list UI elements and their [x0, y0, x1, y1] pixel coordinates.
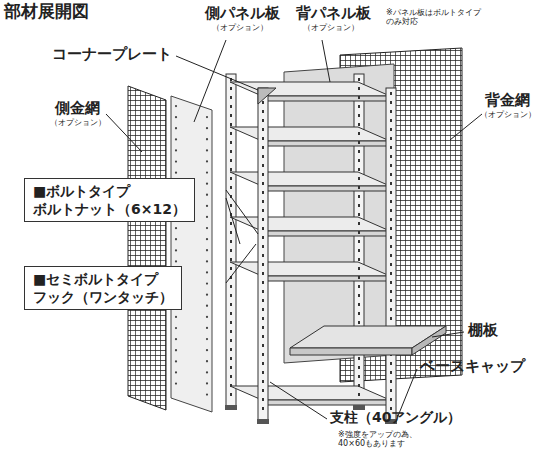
callout-box: ■セミボルトタイプフック（ワンタッチ） [24, 266, 182, 310]
part-label: ベースキャップ [420, 358, 525, 375]
part-label: 側パネル板 [205, 5, 280, 22]
shelf [230, 386, 390, 400]
leader-line [226, 244, 256, 283]
note-text: ※強度をアップの為、 40×60もあります [338, 430, 428, 448]
note-text: （オプション） [212, 23, 268, 32]
leader-line [270, 382, 327, 419]
shelves [230, 82, 390, 405]
part-label: 背パネル板 [296, 5, 371, 22]
post [258, 88, 268, 420]
leader-line [432, 332, 464, 337]
post [354, 74, 364, 406]
side-wire-net [128, 86, 166, 410]
part-label: コーナープレート [52, 46, 172, 63]
leader-line [106, 114, 142, 152]
callout-text: ボルトナット（6×12） [33, 200, 186, 218]
callout-heading: ■セミボルトタイプ [33, 270, 173, 288]
part-label: 支柱（40アングル） [330, 409, 461, 425]
note-text: （オプション） [303, 23, 359, 32]
leader-line [176, 56, 258, 90]
note-text: （オプション） [50, 118, 106, 127]
callout-heading: ■ボルトタイプ [33, 182, 186, 200]
part-label: 棚板 [468, 322, 498, 339]
post-holes [230, 78, 232, 402]
leader-line [398, 369, 417, 416]
shelf-lip [262, 231, 390, 236]
panel-holes [206, 117, 208, 405]
post [226, 74, 236, 406]
leader-line [226, 198, 240, 244]
corner-plate [258, 88, 276, 104]
base-cap [257, 419, 269, 424]
part-label: 側金網 [55, 100, 100, 117]
diagram-title: 部材展開図 [4, 2, 89, 22]
leader-line [450, 114, 482, 140]
base-cap [225, 405, 237, 410]
side-panel [171, 96, 212, 412]
leader-line [322, 40, 330, 82]
back-panel [284, 64, 394, 363]
post-holes [262, 92, 264, 416]
shelf-board [290, 348, 412, 355]
leader-line [226, 190, 258, 234]
shelf-lip [262, 400, 390, 405]
panel-holes [175, 106, 177, 394]
post-holes [390, 92, 392, 416]
shelf-lip [262, 141, 390, 146]
shelf [230, 82, 390, 96]
shelf [230, 172, 390, 186]
note-text: ※パネル板はボルトタイプ のみ対応 [386, 8, 486, 26]
part-label: 背金網 [485, 92, 530, 109]
callout-box: ■ボルトタイプボルトナット（6×12） [24, 178, 195, 222]
shelf-lip [262, 96, 390, 101]
shelf-lip [262, 186, 390, 191]
shelf-lip [262, 276, 390, 281]
post [386, 88, 396, 420]
callout-text: フック（ワンタッチ） [33, 288, 173, 306]
shelf [230, 127, 390, 141]
leader-line [194, 40, 226, 122]
note-text: （オプション） [480, 110, 536, 119]
shelf-board [412, 326, 446, 355]
shelf [230, 262, 390, 276]
